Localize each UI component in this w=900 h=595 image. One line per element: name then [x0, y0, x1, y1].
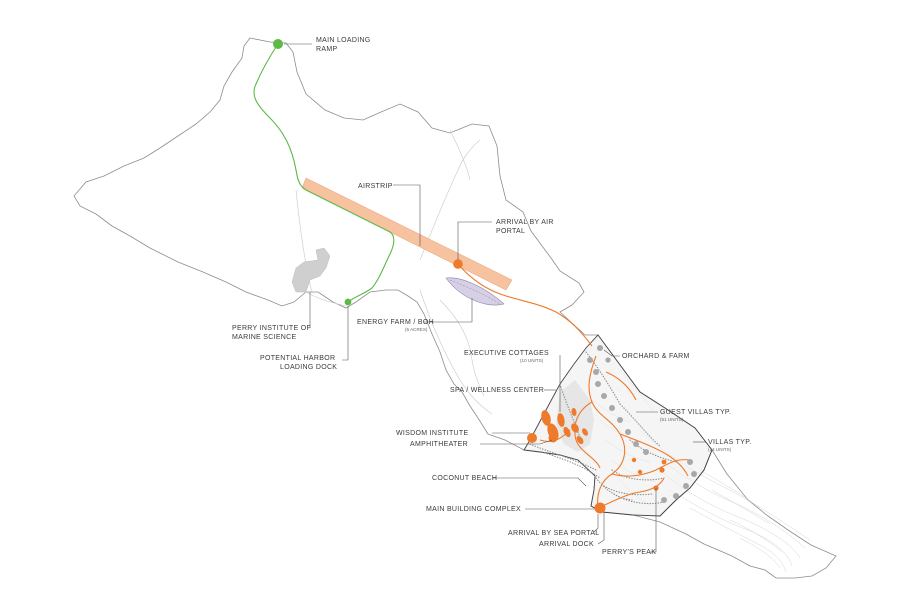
perry-institute-label-1: PERRY INSTITUTE OF: [232, 325, 311, 332]
orchard-farm-label: ORCHARD & FARM: [622, 353, 690, 360]
main-building-complex-marker: [594, 502, 606, 514]
amphitheater-marker: [548, 433, 558, 443]
perry-institute-area: [291, 247, 331, 293]
airstrip-label: AIRSTRIP: [358, 183, 393, 190]
villas-typ: [661, 459, 697, 503]
resort-footpaths: [529, 351, 677, 505]
wisdom-institute-label: WISDOM INSTITUTE: [396, 430, 468, 437]
guest-villas: [587, 345, 649, 455]
arrival-route-path: [457, 263, 593, 347]
arrival-by-air-portal-marker: [453, 259, 463, 269]
label-leaders: [284, 43, 706, 553]
perry-institute-label-2: MARINE SCIENCE: [232, 334, 297, 341]
wisdom-institute-marker: [527, 433, 537, 443]
perrys-peak-label: PERRY'S PEAK: [602, 549, 656, 556]
arrival-by-sea-label: ARRIVAL BY SEA PORTAL: [508, 530, 600, 537]
coconut-beach-label: COCONUT BEACH: [432, 475, 497, 482]
resort-orange-roads: [539, 355, 691, 509]
guest-villas-label: GUEST VILLAS TYP.: [660, 409, 731, 416]
main-building-complex-label: MAIN BUILDING COMPLEX: [426, 506, 521, 513]
energy-farm-area: [445, 277, 505, 306]
arrival-dock-label: ARRIVAL DOCK: [539, 541, 594, 548]
energy-farm-sub-label: (5 ACRES): [405, 327, 428, 332]
executive-cottages-label: EXECUTIVE COTTAGES: [464, 350, 549, 357]
villas-zone-boundary: [659, 449, 713, 517]
spa-wellness-label: SPA / WELLNESS CENTER: [450, 387, 544, 394]
executive-cottages-sub-label: (10 UNITS): [520, 358, 544, 363]
arrival-by-air-label-1: ARRIVAL BY AIR: [496, 219, 554, 226]
villas-typ-label: VILLAS TYP.: [708, 439, 752, 446]
loading-dock-marker: [344, 298, 352, 306]
villas-typ-sub-label: (14 UNITS): [708, 447, 732, 452]
guest-villas-sub-label: (51 UNITS): [660, 417, 684, 422]
main-loading-ramp-label-2: RAMP: [316, 46, 337, 53]
service-route-path: [253, 43, 395, 303]
energy-farm-label: ENERGY FARM / BOH: [357, 319, 434, 326]
resort-zone-boundary: [523, 334, 713, 517]
arrival-by-air-label-2: PORTAL: [496, 228, 525, 235]
main-loading-ramp-marker: [273, 39, 283, 49]
road-network: [295, 129, 493, 415]
loading-dock-label: LOADING DOCK: [280, 364, 337, 371]
amphitheater-label: AMPHITHEATER: [410, 441, 468, 448]
potential-harbor-label: POTENTIAL HARBOR: [260, 355, 335, 362]
main-loading-ramp-label-1: MAIN LOADING: [316, 37, 371, 44]
